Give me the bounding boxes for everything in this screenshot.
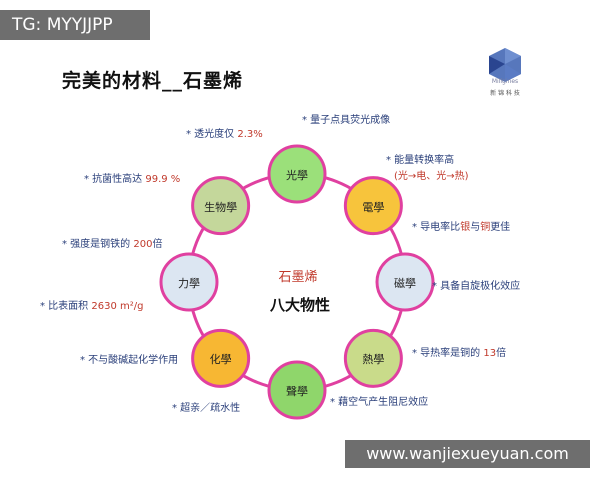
annotation-strength: * 强度是钢铁的 200倍 <box>62 239 163 250</box>
annotation-energy-conversion: * 能量转换率高 <box>386 155 455 166</box>
logo-text: Millgines <box>491 78 519 85</box>
node-label-4: 聲學 <box>286 385 308 398</box>
node-label-2: 磁學 <box>394 277 416 290</box>
annotation-quantum-dots: * 量子点具荧光成像 <box>302 115 391 126</box>
node-circle-5 <box>191 328 251 388</box>
node-label-6: 力學 <box>178 277 200 290</box>
annotation-surface-area: * 比表面积 2630 m²/g <box>40 301 144 312</box>
annotation-thermal-conductivity: * 导热率是铜的 13倍 <box>412 348 507 359</box>
annotation-chemical-inertness: * 不与酸碱起化学作用 <box>80 355 179 366</box>
page-title: 完美的材料__石墨烯 <box>62 70 244 92</box>
node-label-1: 電學 <box>362 200 385 214</box>
node-circle-7 <box>191 176 251 236</box>
annotation-transparency: * 透光度仅 2.3% <box>186 129 263 140</box>
node-circle-4 <box>267 360 327 420</box>
annotation-energy-conversion-detail: (光→电、光→热) <box>394 171 469 182</box>
watermark-url: www.wanjiexueyuan.com <box>345 440 590 468</box>
node-label-5: 化學 <box>209 353 232 367</box>
annotation-antibacterial: * 抗菌性高达 99.9 % <box>84 174 181 185</box>
node-label-0: 光學 <box>286 169 308 182</box>
node-circle-6 <box>159 252 219 312</box>
logo-cn-text: 新 锦 科 技 <box>490 90 520 97</box>
annotation-hydrophobicity: * 超亲／疏水性 <box>172 403 241 414</box>
node-circle-1 <box>343 176 403 236</box>
center-title: 石墨烯 <box>278 270 318 285</box>
node-circle-0 <box>267 144 327 204</box>
annotation-spin-polarization: * 具备自旋极化效应 <box>432 281 521 292</box>
node-circle-2 <box>375 252 435 312</box>
logo-icon <box>489 48 521 82</box>
node-label-7: 生物學 <box>204 200 238 214</box>
center-subtitle: 八大物性 <box>269 296 330 314</box>
tg-label: TG: MYYJJPP <box>0 10 150 40</box>
annotation-conductivity: * 导电率比银与铜更佳 <box>412 222 511 233</box>
node-label-3: 熱學 <box>362 353 385 367</box>
node-circle-3 <box>343 328 403 388</box>
annotation-air-damping: * 藉空气产生阻尼效应 <box>330 397 429 408</box>
